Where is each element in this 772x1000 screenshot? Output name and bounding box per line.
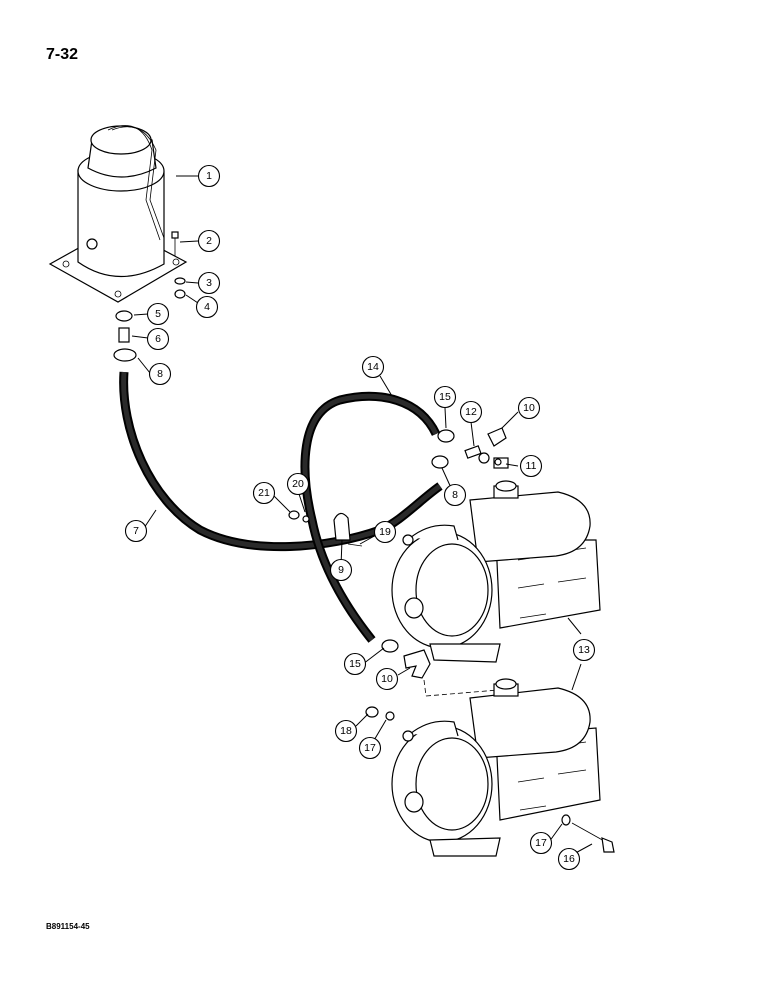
washer-17-left: [385, 711, 395, 721]
callout-18: 18: [334, 719, 358, 743]
hose-7: [119, 371, 443, 552]
bolt-16: [571, 822, 615, 853]
callout-6: 6: [146, 327, 170, 351]
svg-text:1: 1: [206, 170, 212, 182]
svg-text:3: 3: [206, 277, 212, 289]
svg-text:9: 9: [338, 564, 344, 576]
reservoir-tank: [48, 125, 188, 362]
svg-text:8: 8: [452, 489, 458, 501]
svg-text:16: 16: [563, 853, 575, 865]
svg-text:7: 7: [133, 525, 139, 537]
callout-2: 2: [197, 229, 221, 253]
svg-text:15: 15: [349, 658, 361, 670]
svg-text:11: 11: [526, 460, 537, 472]
brake-chamber-lower: [391, 678, 601, 857]
svg-text:2: 2: [206, 235, 212, 247]
callout-10-lower: 10: [375, 667, 399, 691]
callout-3: 3: [197, 271, 221, 295]
svg-text:13: 13: [578, 644, 590, 656]
svg-text:19: 19: [379, 526, 391, 538]
washer-20: [302, 515, 310, 523]
elbow-fitting-10-lower: [403, 649, 431, 679]
hose-clamp-15-lower: [381, 639, 399, 653]
callout-19: 19: [373, 520, 397, 544]
callout-9: 9: [329, 558, 353, 582]
svg-text:17: 17: [364, 742, 376, 754]
svg-text:15: 15: [439, 391, 451, 403]
hose-clamp-8-right: [431, 455, 449, 469]
svg-text:14: 14: [367, 361, 379, 373]
callout-10-upper: 10: [517, 396, 541, 420]
svg-text:8: 8: [157, 368, 163, 380]
callout-4: 4: [195, 295, 219, 319]
callout-20: 20: [286, 472, 310, 496]
brake-chamber-upper: [391, 480, 601, 663]
svg-text:4: 4: [204, 301, 210, 313]
svg-text:6: 6: [155, 333, 161, 345]
svg-text:10: 10: [523, 402, 535, 414]
callout-8-top: 8: [148, 362, 172, 386]
callout-17-left: 17: [358, 736, 382, 760]
svg-text:18: 18: [340, 725, 352, 737]
bolt-2: [171, 231, 179, 256]
svg-text:12: 12: [465, 406, 477, 418]
leader-lines: [131, 175, 593, 857]
callout-8-right: 8: [443, 483, 467, 507]
callout-14: 14: [361, 355, 385, 379]
nut-4: [174, 289, 186, 299]
callout-21: 21: [252, 481, 276, 505]
svg-text:20: 20: [292, 478, 304, 490]
svg-text:5: 5: [155, 308, 161, 320]
callout-16: 16: [557, 847, 581, 871]
drawing-code: B891154-45: [46, 922, 90, 931]
callout-11: 11: [519, 454, 543, 478]
svg-text:17: 17: [535, 837, 547, 849]
callout-7: 7: [124, 519, 148, 543]
callout-5: 5: [146, 302, 170, 326]
washer-3: [174, 277, 186, 285]
callout-15-upper: 15: [433, 385, 457, 409]
callout-15-lower: 15: [343, 652, 367, 676]
nut-21: [288, 510, 300, 520]
callout-12: 12: [459, 400, 483, 424]
svg-text:21: 21: [258, 487, 270, 499]
page-number: 7-32: [46, 46, 79, 63]
fittings-upper: [464, 427, 509, 469]
callout-17-right: 17: [529, 831, 553, 855]
svg-text:10: 10: [381, 673, 393, 685]
callout-13: 13: [572, 638, 596, 662]
hose-clamp-15-upper: [437, 429, 455, 443]
washer-17-right: [561, 814, 571, 826]
callout-1: 1: [197, 164, 221, 188]
nut-18: [365, 706, 379, 718]
hose-clip-9: [333, 512, 363, 547]
hose-14: [300, 391, 441, 643]
